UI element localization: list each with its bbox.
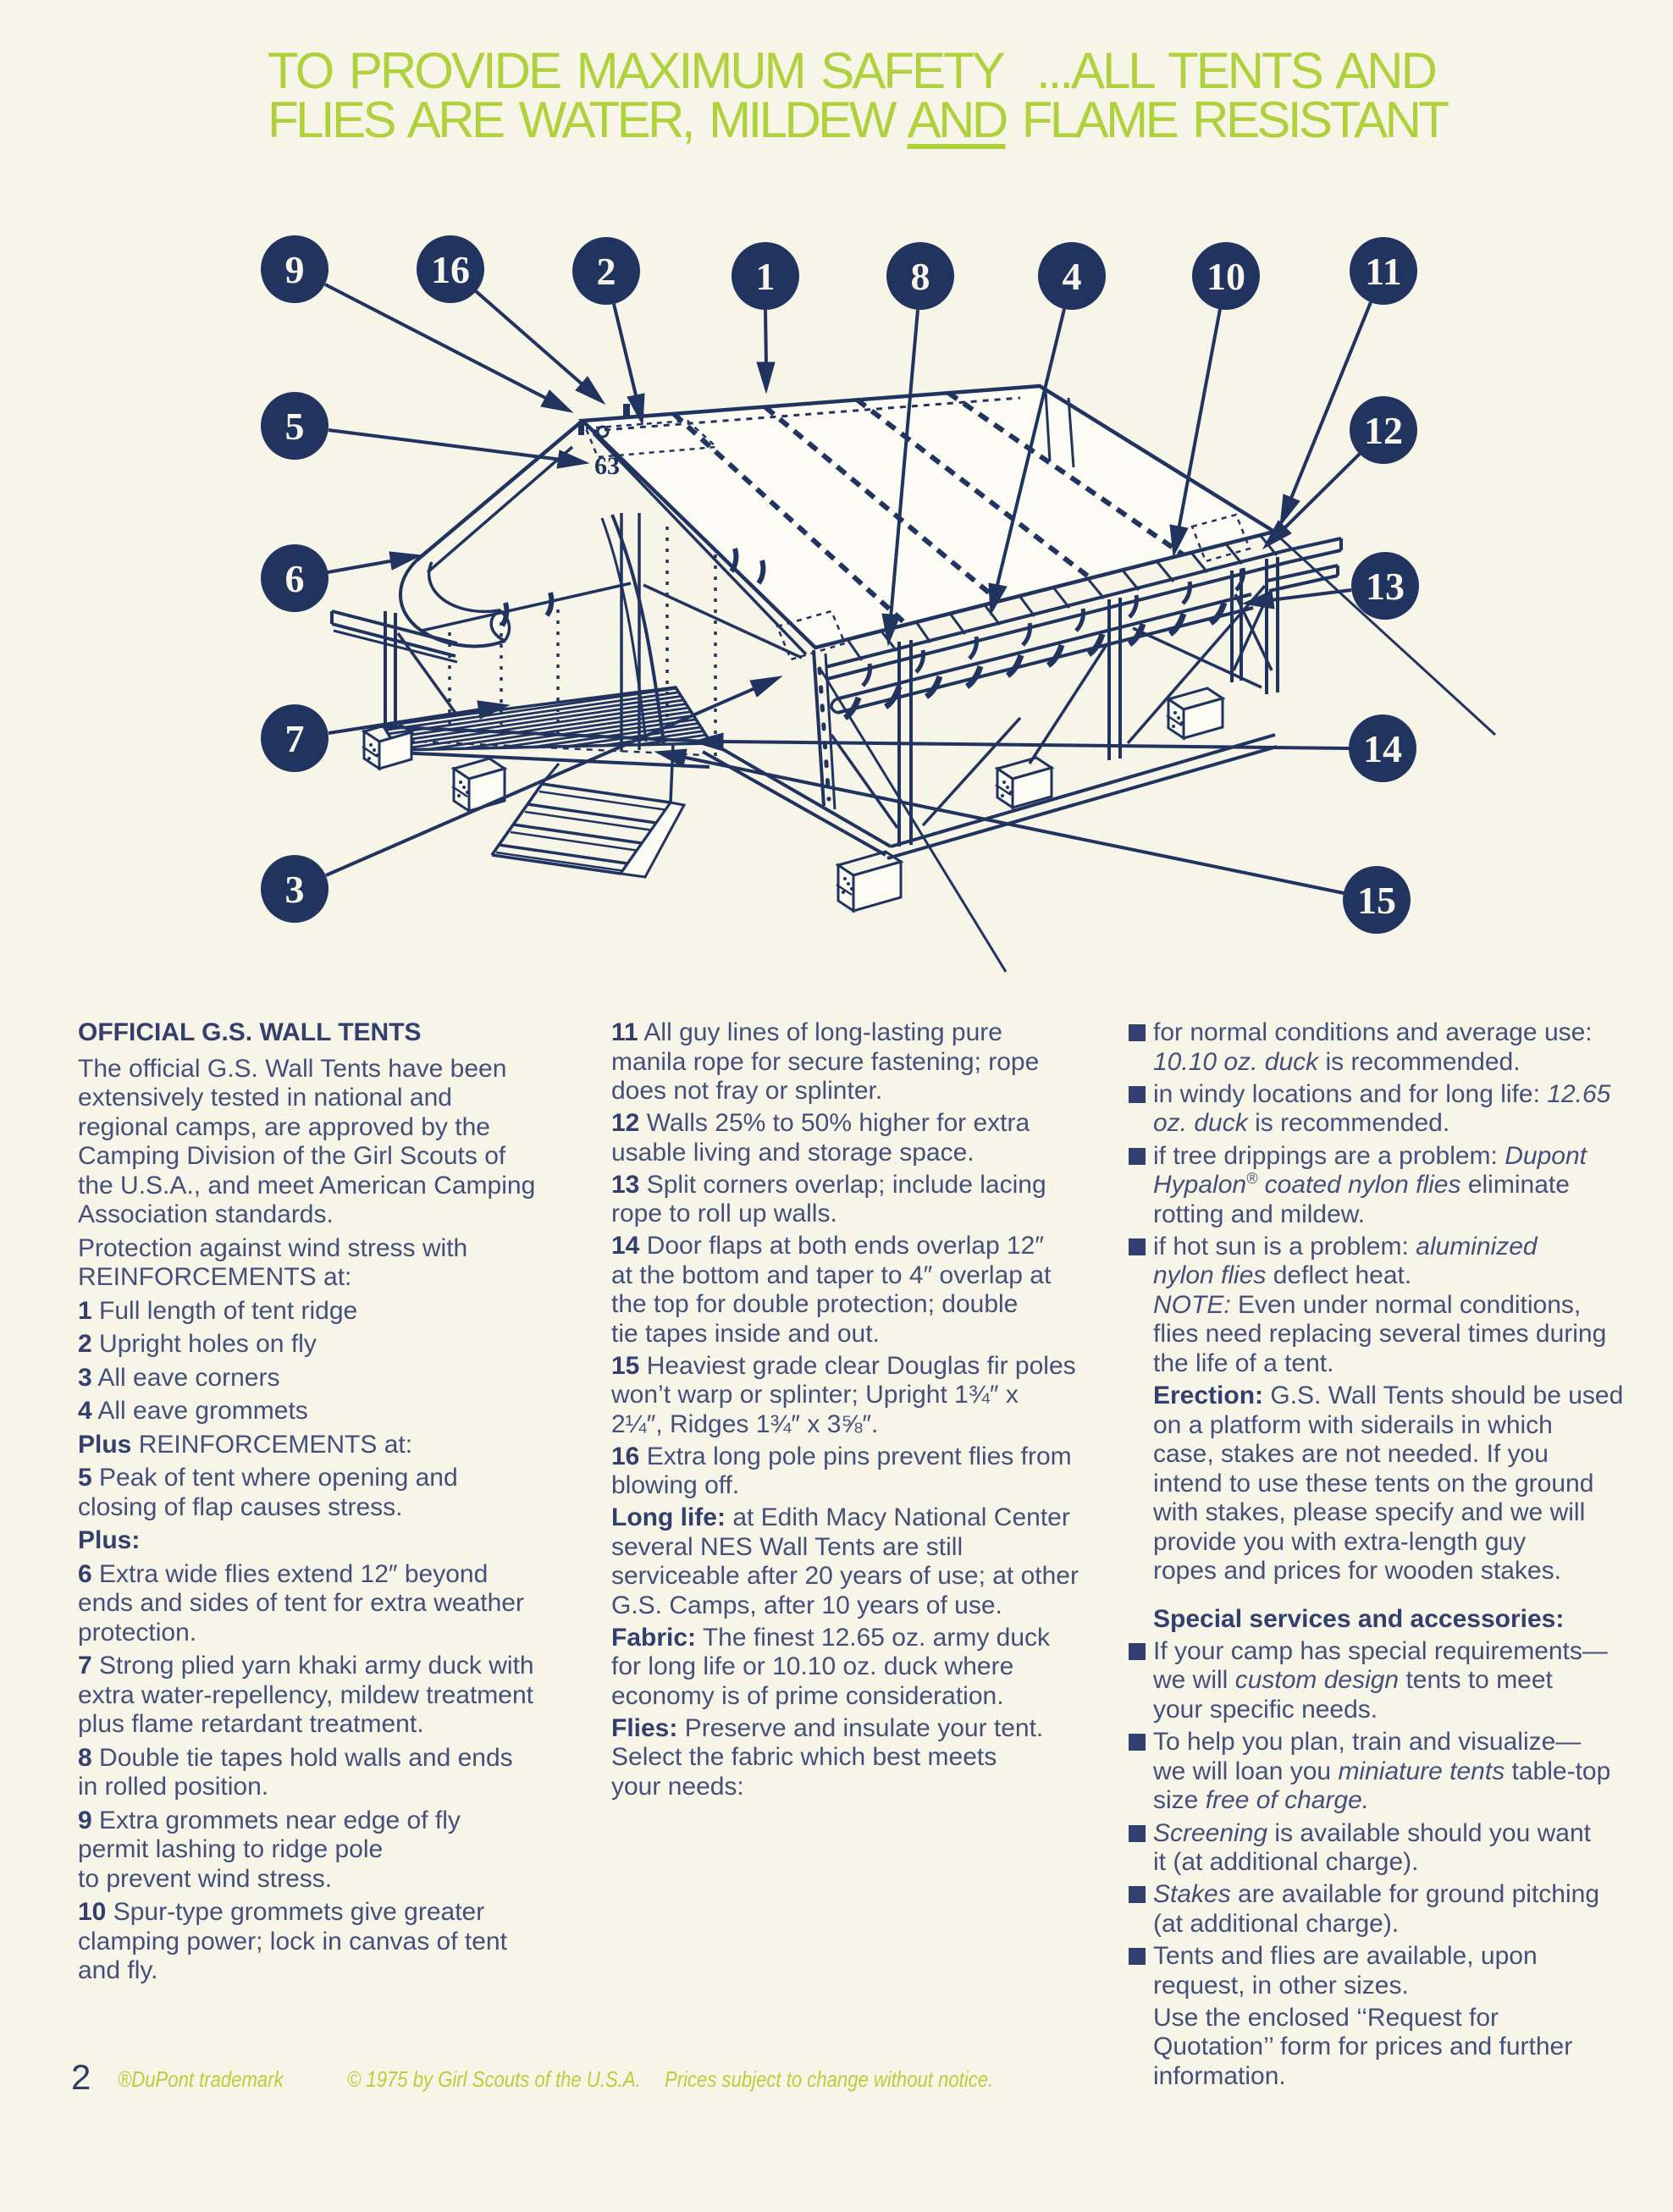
svg-text:10: 10 — [1206, 255, 1245, 298]
svg-text:15: 15 — [1357, 879, 1396, 922]
svg-text:13: 13 — [1366, 565, 1405, 608]
svg-text:7: 7 — [285, 717, 305, 760]
svg-text:8: 8 — [911, 255, 930, 298]
svg-text:6: 6 — [285, 557, 305, 600]
svg-text:14: 14 — [1363, 727, 1402, 770]
svg-text:3: 3 — [285, 868, 305, 911]
svg-text:2: 2 — [597, 250, 616, 293]
svg-text:63: 63 — [594, 452, 620, 480]
svg-text:4: 4 — [1063, 255, 1082, 298]
svg-text:9: 9 — [285, 248, 305, 291]
svg-text:5: 5 — [285, 405, 305, 448]
svg-text:12: 12 — [1364, 409, 1403, 452]
svg-text:16: 16 — [431, 248, 470, 291]
svg-text:1: 1 — [756, 255, 776, 298]
svg-text:11: 11 — [1365, 250, 1401, 293]
